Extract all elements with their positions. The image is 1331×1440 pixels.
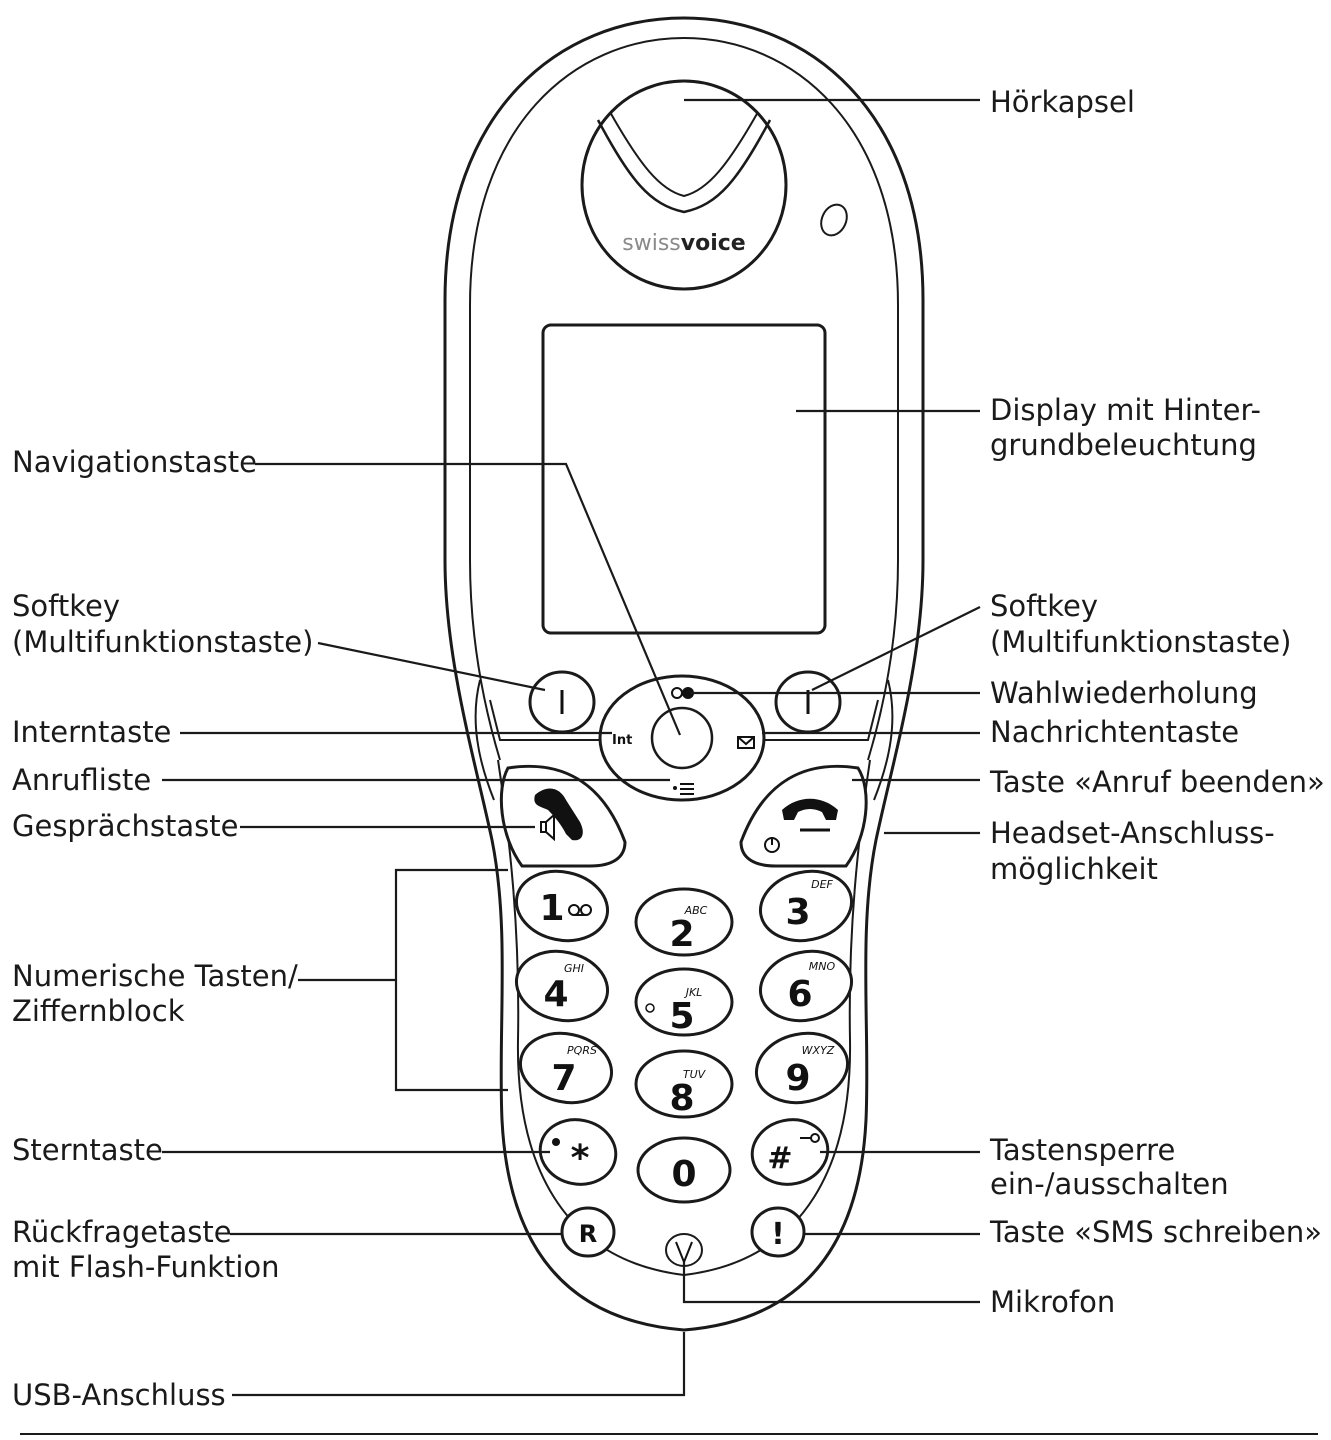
key-5-letters: JKL (684, 986, 703, 999)
label-sms: Taste «SMS schreiben» (989, 1215, 1322, 1249)
key-3-digit: 3 (785, 892, 810, 933)
label-headset-line1: Headset-Anschluss- (990, 816, 1275, 850)
sms-key-glyph: ! (771, 1217, 785, 1252)
label-recall-line1: Rückfragetaste (12, 1215, 232, 1249)
softkey-left[interactable] (528, 670, 596, 734)
label-navigation: Navigationstaste (12, 445, 257, 479)
key-6-digit: 6 (787, 974, 812, 1015)
sms-key[interactable]: ! (750, 1206, 806, 1258)
label-intern: Interntaste (12, 715, 171, 749)
label-softkey-right-line2: (Multifunktionstaste) (990, 625, 1291, 659)
label-star: Sterntaste (12, 1133, 163, 1167)
redial-icon (671, 687, 694, 699)
label-display-line2: grundbeleuchtung (990, 428, 1257, 462)
key-star-dot (552, 1138, 560, 1146)
key-2[interactable]: 2 ABC (634, 887, 734, 957)
handset-hangup-icon (782, 798, 838, 820)
key-5[interactable]: 5 JKL (634, 967, 734, 1037)
key-1-digit: 1 (539, 888, 564, 929)
key-9-letters: WXYZ (802, 1044, 835, 1057)
key-6-letters: MNO (809, 960, 836, 973)
label-softkey-right-line1: Softkey (990, 589, 1098, 623)
handset-icon (534, 788, 583, 841)
key-9[interactable]: 9 WXYZ (750, 1025, 854, 1111)
key-7[interactable]: 7 PQRS (514, 1025, 618, 1111)
recall-key[interactable]: R (560, 1206, 616, 1258)
key-9-digit: 9 (785, 1058, 810, 1099)
voicemail-icon (568, 904, 592, 916)
handset-body (443, 16, 925, 1332)
key-6[interactable]: 6 MNO (754, 943, 858, 1029)
key-star-glyph: * (571, 1138, 590, 1179)
brand-prefix: swiss (622, 231, 681, 256)
key-hash-glyph: # (767, 1141, 792, 1176)
envelope-icon (737, 736, 755, 749)
key-4-letters: GHI (564, 962, 584, 975)
keypad: 1 2 ABC 3 DEF 4 GHI 5 JKL (510, 863, 858, 1267)
label-keylock-line2: ein-/ausschalten (990, 1167, 1229, 1201)
label-headset-line2: möglichkeit (990, 852, 1158, 886)
label-softkey-left-line1: Softkey (12, 589, 120, 623)
label-display-line1: Display mit Hinter- (990, 393, 1261, 427)
label-numeric-line2: Ziffernblock (12, 994, 185, 1028)
intern-key-label: Int (612, 733, 632, 748)
key-4-digit: 4 (543, 974, 568, 1015)
label-numeric-line1: Numerische Tasten/ (12, 959, 298, 993)
key-0-digit: 0 (671, 1154, 696, 1195)
svg-text:swissvoice: swissvoice (622, 231, 745, 256)
label-keylock-line1: Tastensperre (989, 1133, 1175, 1167)
label-microphone: Mikrofon (990, 1285, 1115, 1319)
key-8[interactable]: 8 TUV (634, 1049, 734, 1119)
key-5-digit: 5 (669, 996, 694, 1037)
key-5-marker (645, 1003, 655, 1013)
label-redial: Wahlwiederholung (990, 676, 1258, 710)
key-3-letters: DEF (811, 878, 833, 891)
speaker-icon (540, 812, 555, 842)
label-earpiece: Hörkapsel (990, 85, 1135, 119)
navigation-key[interactable]: Int (598, 674, 766, 802)
call-list-icon (673, 783, 694, 795)
label-call-list: Anrufliste (12, 763, 151, 797)
talk-key[interactable] (499, 764, 627, 868)
key-7-digit: 7 (551, 1058, 576, 1099)
key-0[interactable]: 0 (636, 1136, 732, 1204)
label-messages: Nachrichtentaste (990, 715, 1239, 749)
label-talk: Gesprächstaste (12, 809, 238, 843)
power-icon (764, 837, 780, 853)
label-usb: USB-Anschluss (12, 1378, 226, 1412)
key-8-digit: 8 (669, 1078, 694, 1119)
earpiece: swissvoice (580, 79, 848, 291)
key-hash[interactable]: # (746, 1113, 834, 1191)
key-1[interactable]: 1 (510, 863, 614, 949)
label-recall-line2: mit Flash-Funktion (12, 1250, 280, 1284)
key-lock-icon (800, 1133, 820, 1143)
key-star[interactable]: * (534, 1113, 622, 1191)
leader-lines (20, 98, 1318, 1435)
key-2-letters: ABC (684, 904, 708, 917)
key-2-digit: 2 (669, 914, 694, 955)
end-call-key[interactable] (739, 764, 868, 868)
recall-key-glyph: R (579, 1220, 597, 1248)
label-softkey-left-line2: (Multifunktionstaste) (12, 625, 313, 659)
brand-suffix: voice (681, 231, 746, 256)
key-7-letters: PQRS (567, 1044, 597, 1057)
display (541, 323, 827, 635)
key-8-letters: TUV (683, 1068, 707, 1081)
label-end-call: Taste «Anruf beenden» (989, 765, 1325, 799)
labels: Hörkapsel Display mit Hinter- grundbeleu… (12, 85, 1325, 1412)
key-3[interactable]: 3 DEF (754, 863, 858, 949)
key-4[interactable]: 4 GHI (510, 943, 614, 1029)
